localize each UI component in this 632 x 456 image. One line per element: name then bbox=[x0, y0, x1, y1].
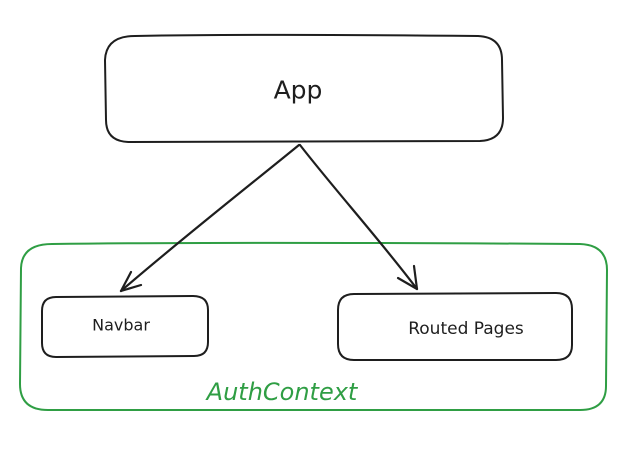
authcontext-group-box[interactable] bbox=[19, 241, 608, 411]
arrowhead-routed-pages bbox=[396, 264, 419, 291]
edge-app-to-routed-pages bbox=[298, 143, 419, 291]
arrowhead-navbar bbox=[119, 270, 143, 293]
edge-app-to-navbar bbox=[119, 143, 301, 293]
app-node-box[interactable] bbox=[104, 33, 504, 143]
navbar-node-box[interactable] bbox=[41, 295, 209, 358]
routed-pages-node-box[interactable] bbox=[337, 292, 573, 361]
